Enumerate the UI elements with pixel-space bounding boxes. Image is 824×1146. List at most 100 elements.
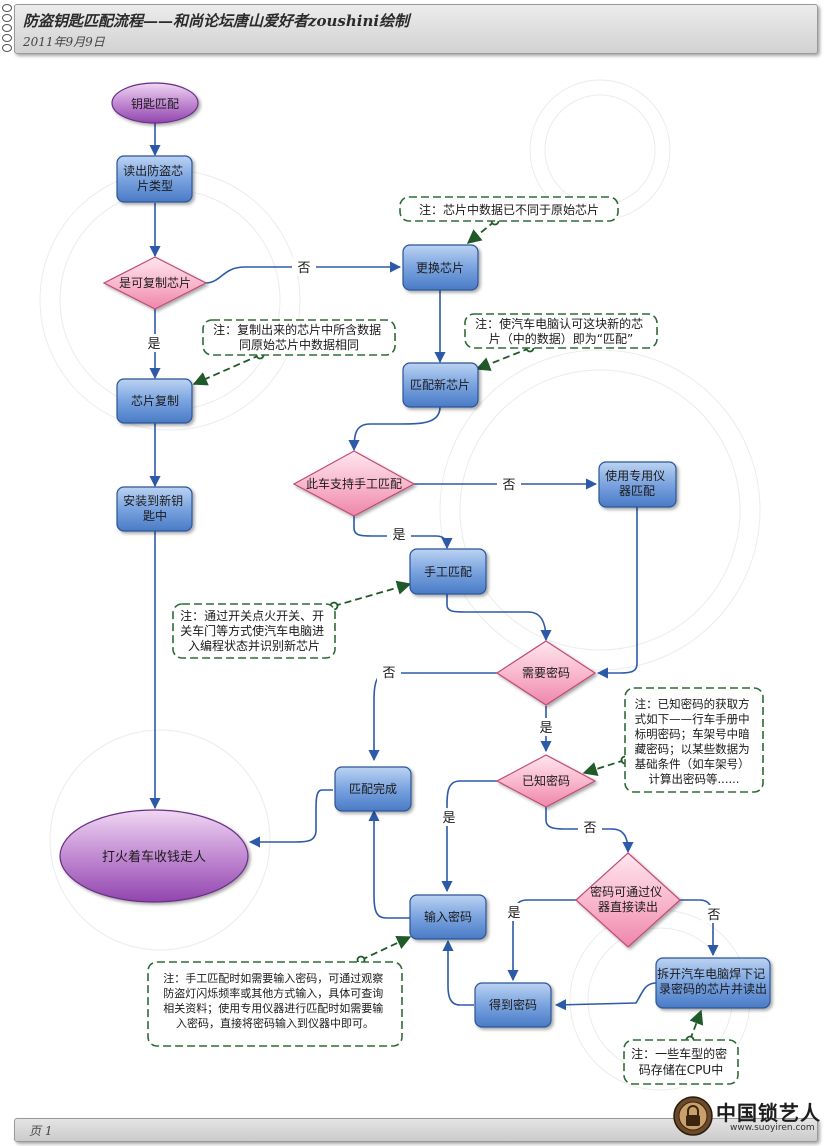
node-can-copy: 是可复制芯片 [102,256,208,310]
edge-label-yes: 是 [147,337,160,352]
note-manual: 注：通过开关点火开关、开 关车门等方式使汽车电脑进 入编程状态并识别新芯片 [172,603,336,659]
edge-match-manualsupported [348,406,441,452]
page-title: 防盗钥匙匹配流程——和尚论坛唐山爱好者zoushini绘制 [23,12,410,30]
note-replace: 注：芯片中数据已不同于原始芯片 [399,196,619,222]
note-link-input [360,935,412,961]
node-label: 此车支持手工匹配 [306,476,402,491]
svg-text:注：使汽车电脑认可这块新的芯 片（中的数: 注：使汽车电脑认可这块新的芯 片（中的数据）即为“匹配” [475,316,647,346]
node-label: 需要密码 [522,665,570,680]
node-label: 芯片复制 [131,394,179,408]
node-start: 钥匙匹配 [111,82,199,124]
edge-instrument-needpw [596,507,638,679]
node-label: 器直接读出 [598,899,658,914]
nodes: 钥匙匹配 读出防盗芯 片类型 是可复制芯片 更换芯片 [59,82,771,1028]
node-label: 使用专用仪 [605,468,665,483]
note-link-replace [466,220,496,244]
node-label: 安装到新钥 [123,493,183,508]
note-line: 注：手工匹配时如需要输入密码，可通过观察 [163,971,383,985]
node-label: 匙中 [143,508,167,523]
node-get-password: 得到密码 [474,982,552,1028]
node-desolder: 拆开汽车电脑焊下记 录密码的芯片并读出 [655,957,771,1009]
edge-needpw-done [368,672,497,762]
note-line: 式如下——行车手册中 [635,712,750,726]
node-label: 读出防盗芯 [123,163,183,178]
note-link-copy [192,354,261,386]
node-use-instrument: 使用专用仪 器匹配 [598,461,677,508]
edge-cancopy-replace [204,261,402,284]
note-line: 基础条件（如车架号） [635,757,750,771]
edge-label-no: 否 [583,821,596,836]
edge-label-yes: 是 [442,811,455,826]
node-known-password: 已知密码 [495,754,597,808]
node-replace-chip: 更换芯片 [402,244,479,291]
edge-labels: 否 是 否 是 否 是 是 否 是 否 [142,258,726,923]
binder-ring [2,24,12,32]
binder-ring [2,14,12,22]
node-label: 打火着车收钱走人 [102,849,206,865]
edge-known-input [441,780,497,893]
note-line: 片（中的数据）即为“匹配” [489,331,633,346]
note-line: 关车门等方式使汽车电脑进 [180,623,324,638]
node-label: 是可复制芯片 [119,276,191,290]
node-end: 打火着车收钱走人 [59,809,249,903]
note-match: 注：使汽车电脑认可这块新的芯 片（中的数据）即为“匹配” [464,313,658,349]
note-line: 注：使汽车电脑认可这块新的芯 [475,316,643,331]
binder-ring [2,34,12,42]
node-copy-chip: 芯片复制 [116,378,193,424]
note-line: 注：通过开关点火开关、开 [180,608,324,623]
note-line: 计算出密码等...... [649,772,740,786]
node-label: 已知密码 [522,773,570,788]
binder-ring [2,44,12,52]
edge-desolder-get [554,982,657,1011]
svg-text:读出防盗芯 片类型: 读出防盗芯 片类型 [123,163,187,193]
node-label: 密码可通过仪 [590,884,662,899]
svg-text:注：已知密码的获取方 式如下——行车手册: 注：已知密码的获取方 式如下——行车手册中 标明密码；车架号中暗 藏密码；以某些… [635,697,754,786]
svg-text:注：一些车型的密 码存储在CPU中: 注：一些车型的密 码存储在CPU中 [631,1046,731,1077]
note-line: 藏密码；以某些数据为 [635,742,750,756]
edge-label-no: 否 [502,478,515,493]
edge-manual-needpw [446,594,552,642]
note-line: 注：一些车型的密 [631,1046,727,1061]
lock-seal-logo-icon [673,1096,713,1136]
svg-text:注：芯片中数据已不同于原始芯片: 注：芯片中数据已不同于原始芯片 [419,202,599,217]
svg-text:安装到新钥 匙中: 安装到新钥 匙中 [123,493,187,523]
edge-known-readdirectly [545,807,634,854]
watermark-brand: 中国锁艺人 [716,1101,821,1125]
page-number: 页 1 [29,1124,53,1138]
note-link-cpu [689,1009,704,1041]
page-date: 2011年9月9日 [23,35,105,49]
edge-label-yes: 是 [539,721,552,736]
note-copy: 注：复制出来的芯片中所含数据 同原始芯片中数据相同 [202,319,396,356]
edge-manualsupported-manual [353,516,453,550]
edge-done-end [248,789,333,848]
watermark-url: www.suoyiren.com [730,1123,815,1133]
node-label: 钥匙匹配 [131,97,179,111]
node-need-password: 需要密码 [495,640,597,706]
note-link-manual [333,580,412,607]
node-read-chip: 读出防盗芯 片类型 [116,155,193,203]
node-label: 输入密码 [424,909,472,924]
edge-label-yes: 是 [507,906,520,921]
svg-text:使用专用仪 器匹配: 使用专用仪 器匹配 [605,468,669,498]
binder-ring [2,4,12,12]
node-label: 录密码的芯片并读出 [659,981,767,996]
note-link-known [582,759,626,776]
note-line: 相关资料；使用专用仪器进行匹配时如需要输 [163,1001,383,1015]
node-input-password: 输入密码 [409,894,487,940]
note-known: 注：已知密码的获取方 式如下——行车手册中 标明密码；车架号中暗 藏密码；以某些… [624,687,764,793]
watermark: 中国锁艺人 www.suoyiren.com [672,1095,820,1139]
notes: 注：芯片中数据已不同于原始芯片 注：复制出来的芯片中所含数据 同原始芯片中数据相… [147,196,764,1085]
connectors [149,122,719,1011]
edge-get-input [442,939,474,1006]
node-manual-match: 手工匹配 [409,548,487,595]
note-line: 注：芯片中数据已不同于原始芯片 [419,202,599,217]
note-link-match [475,347,531,371]
node-read-directly: 密码可通过仪 器直接读出 [575,852,681,948]
svg-text:密码可通过仪 器直接读出: 密码可通过仪 器直接读出 [590,884,666,914]
node-label: 手工匹配 [424,565,472,579]
node-label: 匹配完成 [349,781,397,796]
node-label: 更换芯片 [416,261,464,275]
note-line: 标明密码；车架号中暗 [635,727,750,741]
